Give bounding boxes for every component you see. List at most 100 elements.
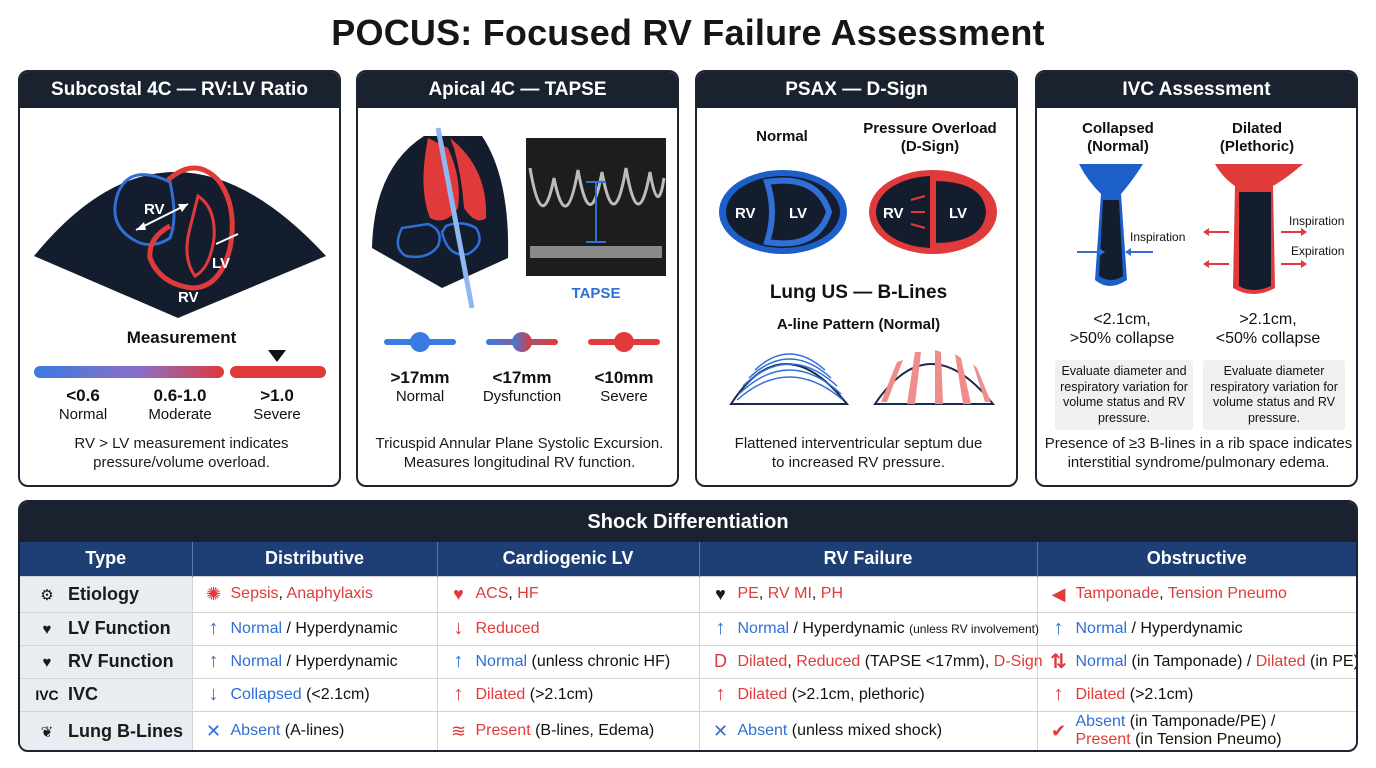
psax-normal-lv: LV — [789, 205, 807, 222]
tapse-scale-dysfunction: <17mm Dysfunction — [482, 368, 562, 405]
table-cell: ≋Present (B-lines, Edema) — [437, 710, 700, 750]
table-row: ❦Lung B-Lines✕Absent (A-lines)≋Present (… — [20, 710, 1356, 750]
panel-caption: Flattened interventricular septum due to… — [734, 435, 983, 471]
measurement-label: Measurement — [126, 328, 237, 347]
lungs-icon: ❦ — [40, 724, 54, 741]
megaphone-icon: ◀ — [1051, 583, 1066, 604]
table-cell: ↑Normal / Hyperdynamic — [192, 611, 438, 645]
ivc-inspiration-left: Inspiration — [1130, 230, 1186, 244]
arrow-up-icon-red: ↑ — [453, 683, 464, 705]
row-label-text: LV Function — [68, 618, 171, 638]
arrow-up-icon: ↑ — [208, 650, 219, 672]
label-rv-top: RV — [144, 201, 165, 218]
table-cell: ♥ACS, HF — [437, 575, 700, 612]
panel-caption: Tricuspid Annular Plane Systolic Excursi… — [375, 435, 664, 471]
psax-overload-rv: RV — [883, 205, 904, 222]
table-cell: ◀Tamponade, Tension Pneumo — [1037, 575, 1356, 612]
table-cell: ↑Dilated (>2.1cm) — [437, 677, 700, 711]
table-cell: ✕Absent (unless mixed shock) — [699, 710, 1038, 750]
panel-apical: Apical 4C — TAPSE TAPSE >17mm Normal <17… — [356, 70, 679, 487]
ivc-icon: IVC — [35, 687, 59, 704]
column-header-cardiogenic: Cardiogenic LV — [437, 542, 700, 576]
lung-us-title: Lung US — B-Lines — [769, 282, 948, 303]
shock-table: Type Distributive Cardiogenic LV RV Fail… — [20, 542, 1356, 750]
table-cell: ✺Sepsis, Anaphylaxis — [192, 575, 438, 612]
shock-differentiation-table: Shock Differentiation Type Distributive … — [18, 500, 1358, 752]
table-cell: ↑Normal / Hyperdynamic — [1037, 611, 1356, 645]
label-lv: LV — [212, 255, 230, 272]
ivc-vessel-diagram — [1077, 164, 1307, 294]
table-cell: ↑Dilated (>2.1cm, plethoric) — [699, 677, 1038, 711]
arrow-up-icon-red: ↑ — [715, 683, 726, 705]
table-cell: ↑Normal / Hyperdynamic (unless RV involv… — [699, 611, 1039, 645]
page-title: POCUS: Focused RV Failure Assessment — [331, 12, 1045, 53]
row-label-text: Etiology — [68, 583, 139, 604]
arrow-down-icon-blue: ↓ — [208, 683, 219, 705]
panel-header: IVC Assessment — [1037, 72, 1356, 108]
psax-normal-title: Normal — [756, 128, 808, 145]
ratio-scale-bar — [34, 350, 326, 378]
panel-header: PSAX — D-Sign — [697, 72, 1016, 108]
gears-icon: ⚙ — [40, 586, 54, 604]
arrow-up-icon: ↑ — [208, 617, 219, 639]
check-icon: ✔ — [1050, 720, 1067, 741]
ivc-dilated-title: Dilated (Plethoric) — [1219, 120, 1295, 155]
table-row: ♥RV Function↑Normal / Hyperdynamic↑Norma… — [20, 644, 1356, 678]
bacteria-icon: ✺ — [205, 583, 222, 604]
arrow-up-icon-red: ↑ — [1053, 683, 1064, 705]
ivc-expiration: Expiration — [1291, 244, 1345, 258]
row-label-text: Lung B-Lines — [68, 720, 183, 741]
panel-caption: Presence of ≥3 B-lines in a rib space in… — [1044, 435, 1353, 471]
d-sign-icon: D — [714, 651, 727, 671]
ivc-collapsed-value: <2.1cm, >50% collapse — [1069, 311, 1175, 347]
scale-item-normal: <0.6 Normal — [58, 386, 108, 423]
panel-caption: RV > LV measurement indicates pressure/v… — [74, 435, 289, 471]
panel-psax: PSAX — D-Sign Normal Pressure Overload (… — [695, 70, 1018, 487]
table-cell: ↓Reduced — [437, 611, 700, 645]
row-label-text: RV Function — [68, 651, 174, 671]
column-header-rv-failure: RV Failure — [699, 542, 1038, 576]
arrow-up-icon: ↑ — [453, 650, 464, 672]
table-cell: ✔Absent (in Tamponade/PE) /Present (in T… — [1037, 710, 1356, 750]
x-icon: ✕ — [205, 720, 222, 741]
table-cell: ♥PE, RV MI, PH — [699, 575, 1038, 612]
tapse-scale-normal: >17mm Normal — [390, 368, 450, 405]
table-cell: ⇅Normal (in Tamponade) / Dilated (in PE) — [1037, 644, 1356, 678]
column-header-distributive: Distributive — [192, 542, 438, 576]
tapse-scale-severe: <10mm Severe — [594, 368, 654, 405]
table-cell: ↓Collapsed (<2.1cm) — [192, 677, 438, 711]
ivc-inspiration-right: Inspiration — [1289, 214, 1345, 228]
panel-subcostal: Subcostal 4C — RV:LV Ratio RV LV RV Meas… — [18, 70, 341, 487]
row-label: ❦ Lung B-Lines — [20, 710, 193, 750]
lung-pattern-diagram — [729, 350, 996, 405]
heart-pulse-icon: ♥ — [453, 583, 464, 604]
arrow-up-icon: ↑ — [1053, 617, 1064, 639]
ivc-collapsed-title: Collapsed (Normal) — [1082, 120, 1154, 155]
column-header-obstructive: Obstructive — [1037, 542, 1356, 576]
scale-pointer-icon — [268, 350, 286, 362]
table-row: ⚙ Etiology ✺Sepsis, Anaphylaxis♥ACS, HF♥PE… — [20, 575, 1356, 612]
heart-icon: ♥ — [42, 653, 52, 671]
arrow-down-icon: ↓ — [453, 617, 464, 639]
arrows-up-down-icon: ⇅ — [1050, 651, 1067, 673]
scale-item-severe: >1.0 Severe — [253, 386, 301, 423]
row-label: ♥ RV Function — [20, 644, 193, 678]
label-rv-bottom: RV — [178, 289, 199, 306]
psax-overload-lv: LV — [949, 205, 967, 222]
table-cell: ↑Normal / Hyperdynamic — [192, 644, 438, 678]
shock-title: Shock Differentiation — [20, 502, 1356, 542]
panel-ivc: IVC Assessment Collapsed (Normal) Dilate… — [1035, 70, 1358, 487]
psax-normal-rv: RV — [735, 205, 756, 222]
row-label: ⚙ Etiology — [20, 575, 193, 612]
panel-header: Apical 4C — TAPSE — [358, 72, 677, 108]
panel-header: Subcostal 4C — RV:LV Ratio — [20, 72, 339, 108]
apical-heart-diagram: TAPSE — [372, 127, 666, 309]
table-row: ♥LV Function↑Normal / Hyperdynamic↓Reduc… — [20, 611, 1356, 645]
row-label: ♥LV Function — [20, 611, 193, 645]
tapse-label: TAPSE — [572, 285, 621, 302]
x-icon: ✕ — [712, 720, 729, 741]
ivc-dilated-value: >2.1cm, <50% collapse — [1215, 311, 1321, 347]
